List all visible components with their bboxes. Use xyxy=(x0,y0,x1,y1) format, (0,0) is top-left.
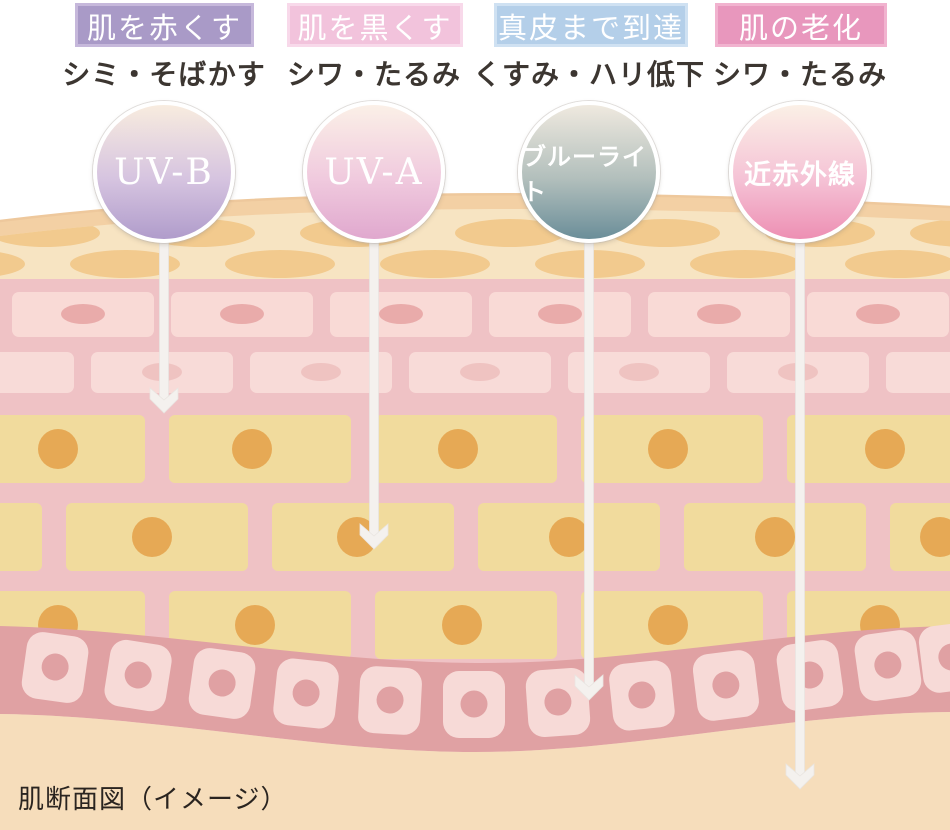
uvb-circle: UV-B xyxy=(93,101,235,243)
effect-label-uvb: シミ・そばかす xyxy=(62,58,266,91)
diagram-caption: 肌断面図（イメージ） xyxy=(18,785,288,815)
pink-cell-row-1 xyxy=(12,292,949,337)
badge-reddens-skin: 肌を赤くする xyxy=(75,3,254,89)
effect-label-bluelight: くすみ・ハリ低下 xyxy=(472,58,706,91)
uva-label: UV-A xyxy=(324,151,424,193)
bluelight-circle: ブルーライト xyxy=(518,101,660,243)
nir-label: 近赤外線 xyxy=(744,159,856,191)
subcutis-layer xyxy=(0,712,950,830)
badge-skin-aging: 肌の老化 xyxy=(715,3,887,47)
yellow-cell-row-1 xyxy=(0,415,950,483)
uva-circle: UV-A xyxy=(303,101,445,243)
badge-darkens-skin: 肌を黒くする xyxy=(287,3,463,89)
nir-circle: 近赤外線 xyxy=(729,101,871,243)
bluelight-label: ブルーライト xyxy=(522,143,647,206)
effect-label-uva: シワ・たるみ xyxy=(286,58,462,91)
pink-cell-row-2 xyxy=(0,352,950,393)
badge-reaches-dermis: 真皮まで到達 xyxy=(494,3,688,47)
dermis-cells xyxy=(21,622,950,738)
uvb-label: UV-B xyxy=(114,151,214,193)
effect-label-nir: シワ・たるみ xyxy=(712,58,888,91)
